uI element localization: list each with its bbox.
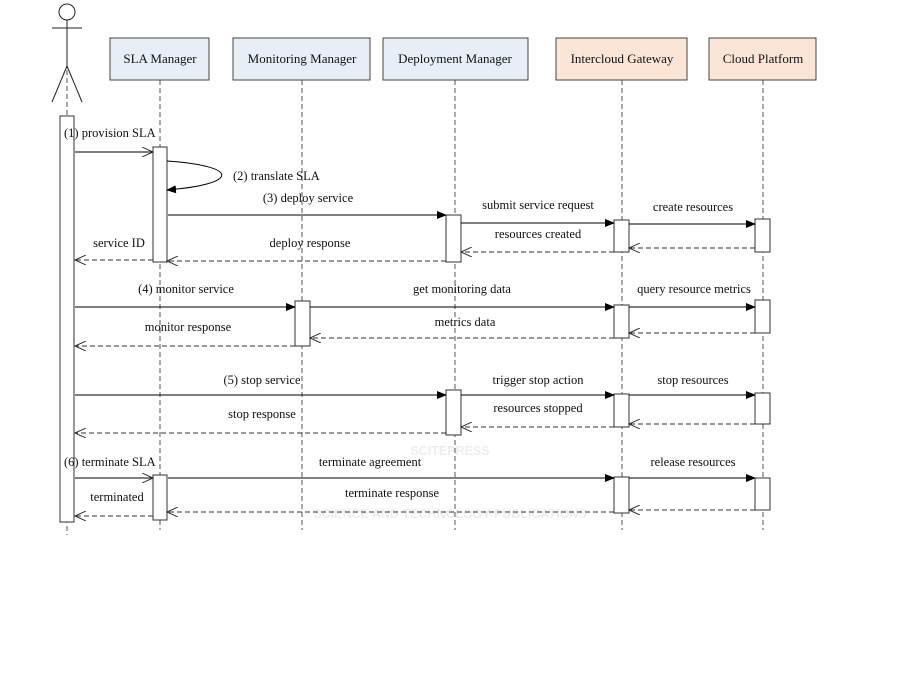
label-monitor-response: monitor response bbox=[145, 320, 232, 334]
label-stop-service: (5) stop service bbox=[223, 373, 301, 387]
activation bbox=[754, 392, 771, 425]
participant-sla-manager: SLA Manager bbox=[109, 37, 210, 81]
watermark-subtitle: SCIENCE AND TECHNOLOGY PUBLICATIONS bbox=[313, 507, 586, 521]
activation bbox=[613, 393, 630, 428]
message-translate-sla bbox=[166, 160, 222, 194]
label-resources-stopped: resources stopped bbox=[493, 401, 583, 415]
participant-monitoring-manager: Monitoring Manager bbox=[232, 37, 371, 81]
participant-label: SLA Manager bbox=[123, 51, 197, 66]
participant-intercloud-gateway: Intercloud Gateway bbox=[555, 37, 688, 81]
label-monitor-service: (4) monitor service bbox=[138, 282, 234, 296]
label-trigger-stop-action: trigger stop action bbox=[493, 373, 585, 387]
activation bbox=[152, 146, 168, 263]
activation bbox=[613, 304, 630, 339]
actor-activation bbox=[59, 115, 75, 523]
label-terminate-agreement: terminate agreement bbox=[319, 455, 422, 469]
label-terminate-sla: (6) terminate SLA bbox=[64, 455, 156, 469]
participant-label: Deployment Manager bbox=[398, 51, 512, 66]
participant-deployment-manager: Deployment Manager bbox=[382, 37, 529, 81]
label-query-resource-metrics: query resource metrics bbox=[637, 282, 751, 296]
label-release-resources: release resources bbox=[650, 455, 735, 469]
participant-label: Intercloud Gateway bbox=[571, 51, 674, 66]
label-terminate-response: terminate response bbox=[345, 486, 440, 500]
label-get-monitoring-data: get monitoring data bbox=[413, 282, 511, 296]
label-resources-created: resources created bbox=[495, 227, 582, 241]
activation bbox=[754, 218, 771, 253]
activation-bars bbox=[59, 115, 771, 523]
label-service-id: service ID bbox=[93, 236, 145, 250]
actor-icon bbox=[51, 3, 83, 103]
label-stop-resources: stop resources bbox=[657, 373, 728, 387]
activation bbox=[613, 219, 630, 253]
watermark-title: SCITEPRESS bbox=[410, 444, 489, 458]
label-metrics-data: metrics data bbox=[435, 315, 496, 329]
activation bbox=[754, 299, 771, 334]
label-create-resources: create resources bbox=[653, 200, 733, 214]
activation bbox=[754, 477, 771, 511]
label-provision-sla: (1) provision SLA bbox=[64, 126, 156, 140]
activation bbox=[294, 300, 311, 347]
participant-label: Monitoring Manager bbox=[248, 51, 357, 66]
activation bbox=[152, 474, 168, 521]
label-deploy-service: (3) deploy service bbox=[263, 191, 354, 205]
label-stop-response: stop response bbox=[228, 407, 296, 421]
activation bbox=[613, 476, 630, 514]
participant-label: Cloud Platform bbox=[723, 51, 804, 66]
label-deploy-response: deploy response bbox=[270, 236, 351, 250]
label-terminated: terminated bbox=[90, 490, 144, 504]
participant-cloud-platform: Cloud Platform bbox=[708, 37, 817, 81]
activation bbox=[445, 389, 462, 436]
label-translate-sla: (2) translate SLA bbox=[233, 169, 320, 183]
activation bbox=[445, 214, 462, 263]
label-submit-service-request: submit service request bbox=[482, 198, 594, 212]
